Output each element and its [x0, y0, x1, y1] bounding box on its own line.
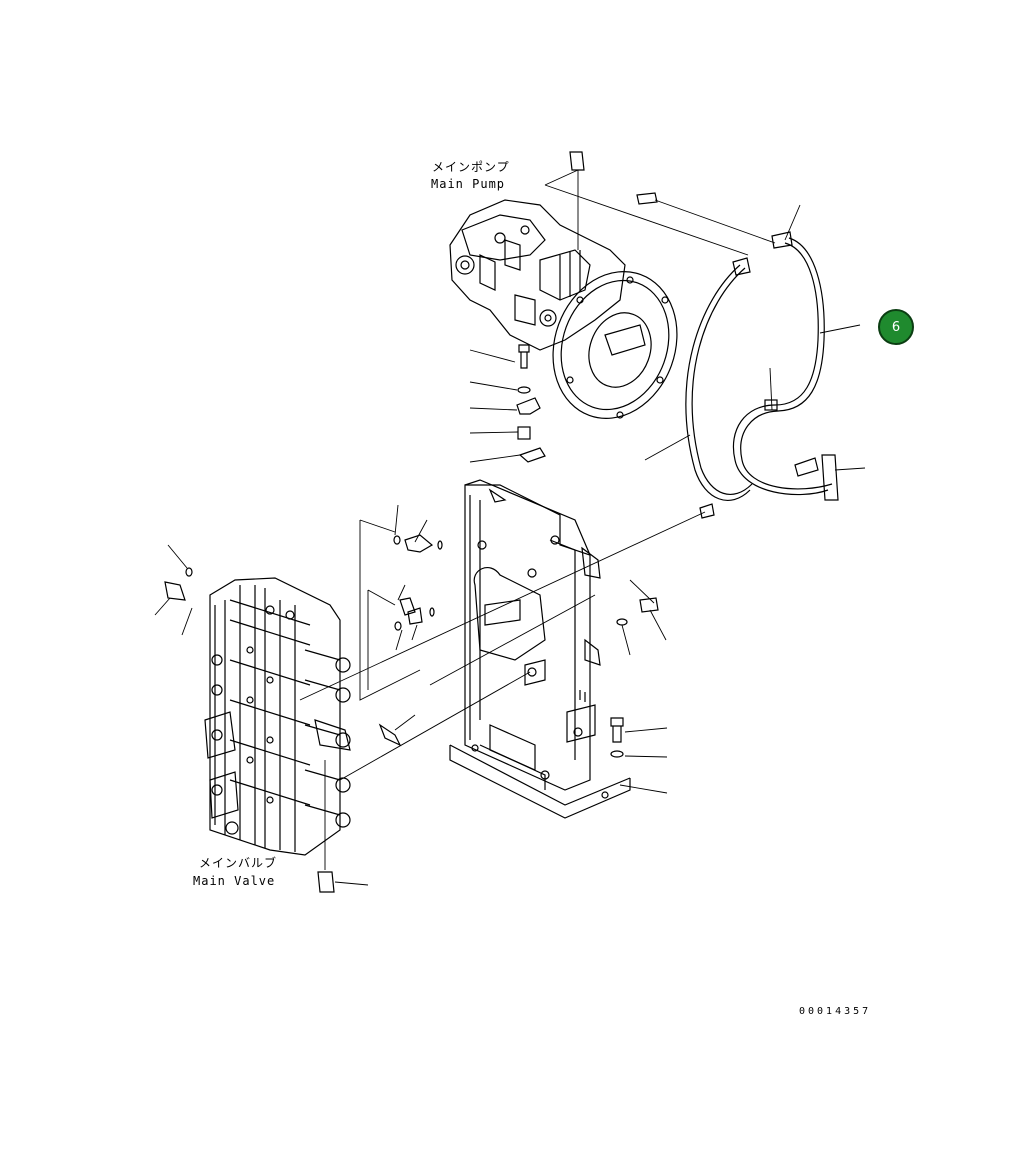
- main-valve-label-jp: メインバルブ: [199, 856, 278, 870]
- main-pump-label-jp: メインポンプ: [432, 160, 510, 174]
- main-valve-label-en: Main Valve: [193, 874, 276, 888]
- hoses: [569, 151, 839, 519]
- leader-lines: [154, 349, 668, 886]
- document-number: 00014357: [799, 1006, 872, 1017]
- callout-badge[interactable]: 6: [878, 309, 914, 345]
- main-valve-assembly: [204, 577, 351, 856]
- small-parts: [164, 344, 659, 893]
- main-pump-label-en: Main Pump: [431, 177, 506, 191]
- connection-lines: [299, 169, 866, 870]
- pump-support-bracket: [449, 479, 631, 819]
- main-pump-assembly: [449, 199, 678, 420]
